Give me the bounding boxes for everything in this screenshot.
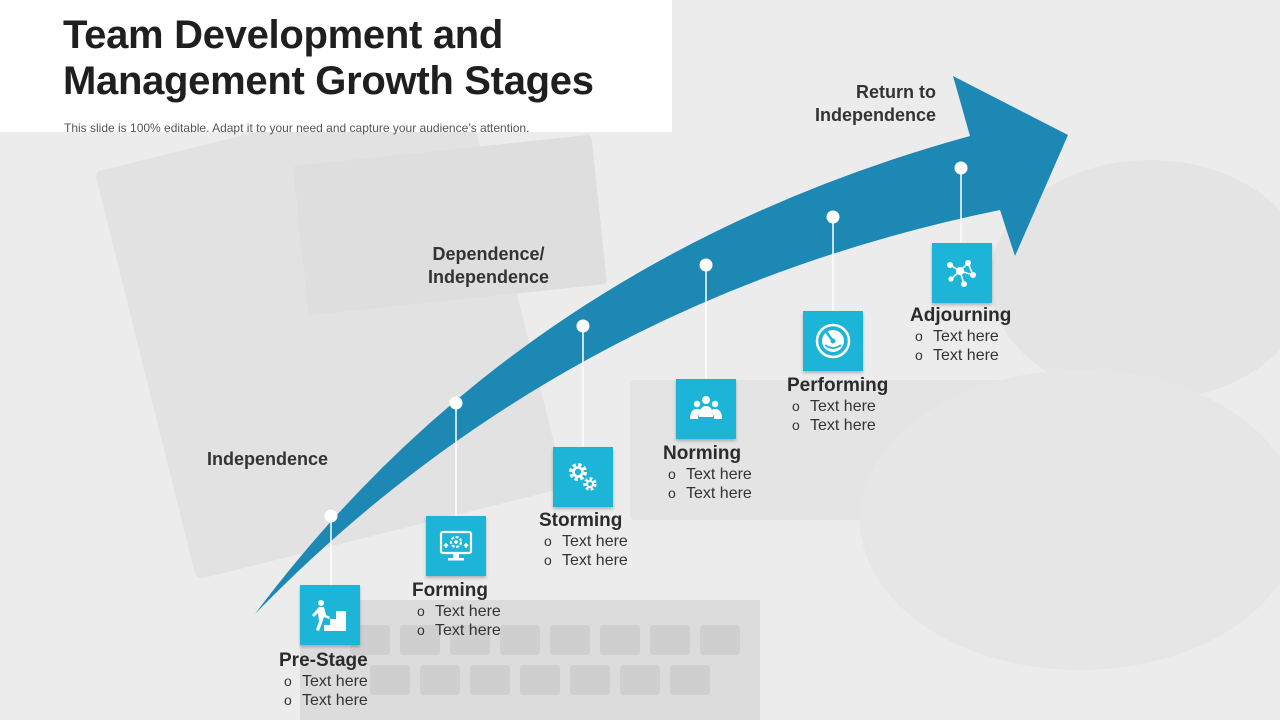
stage-bullet: Text here	[915, 327, 1011, 346]
stage-title: Performing	[787, 375, 889, 396]
network-icon	[932, 243, 992, 303]
stage-title: Adjourning	[910, 305, 1012, 326]
phase-label-return: Return to Independence	[815, 82, 937, 125]
growth-arrow	[255, 76, 1068, 614]
milestone-dot	[699, 258, 713, 272]
stage-title: Forming	[412, 580, 488, 601]
monitor-gear-icon	[426, 516, 486, 576]
stage-bullet: Text here	[668, 465, 752, 484]
climbing-stairs-icon	[300, 585, 360, 645]
stage-title: Pre-Stage	[279, 650, 368, 671]
phase-label-dependence: Dependence/ Independence	[428, 244, 550, 287]
page-title: Team Development and Management Growth S…	[63, 13, 594, 103]
stage-bullet: Text here	[284, 691, 368, 710]
title-box	[0, 0, 672, 132]
stage-bullet: Text here	[668, 484, 752, 503]
stage-norming: Norming Text here Text here	[663, 443, 752, 503]
stage-bullet: Text here	[915, 346, 1011, 365]
milestone-dot	[576, 319, 590, 333]
stage-storming: Storming Text here Text here	[539, 510, 628, 570]
stage-forming: Forming Text here Text here	[412, 580, 501, 640]
stage-bullet: Text here	[792, 416, 888, 435]
milestone-dots	[324, 161, 968, 523]
stage-bullet: Text here	[544, 532, 628, 551]
stage-pre-stage: Pre-Stage Text here Text here	[279, 650, 368, 710]
page-subtitle: This slide is 100% editable. Adapt it to…	[64, 121, 530, 135]
stage-title: Norming	[663, 443, 742, 464]
team-group-icon	[676, 379, 736, 439]
stage-bullet: Text here	[417, 602, 501, 621]
milestone-dot	[826, 210, 840, 224]
stage-title: Storming	[539, 510, 623, 531]
stage-bullet: Text here	[284, 672, 368, 691]
stage-bullet: Text here	[792, 397, 888, 416]
stage-adjourning: Adjourning Text here Text here	[910, 305, 1011, 365]
milestone-dot	[449, 396, 463, 410]
milestone-dot	[954, 161, 968, 175]
stage-performing: Performing Text here Text here	[787, 375, 888, 435]
speedometer-icon	[803, 311, 863, 371]
phase-label-independence: Independence	[207, 449, 329, 469]
milestone-dot	[324, 509, 338, 523]
stage-bullet: Text here	[544, 551, 628, 570]
gears-icon	[553, 447, 613, 507]
connector-lines	[330, 168, 962, 586]
stage-bullet: Text here	[417, 621, 501, 640]
